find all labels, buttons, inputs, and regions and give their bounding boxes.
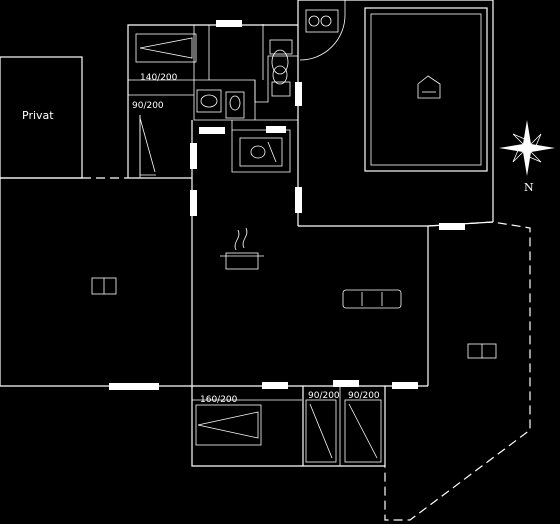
bed-bottom-right — [344, 399, 382, 463]
compass-rose-icon — [499, 120, 555, 176]
toilet-icon — [269, 39, 293, 75]
compass-north-label: N — [524, 181, 534, 194]
terrace-outline — [384, 221, 531, 521]
bed-top-label: 140/200 — [140, 73, 178, 83]
bed-bottom — [195, 404, 262, 446]
toilet-icon-2 — [271, 65, 291, 97]
bed-bottom-mid — [305, 399, 337, 463]
washbasin-icon — [196, 89, 245, 119]
bed-bottom-label: 160/200 — [200, 395, 238, 405]
bath-icon — [305, 9, 339, 33]
bed-top — [135, 33, 197, 63]
stove-icon — [91, 277, 117, 295]
door-arc — [299, 0, 346, 61]
cooking-pot-icon — [220, 227, 264, 270]
shower-icon — [239, 137, 283, 167]
privat-label: Privat — [22, 109, 54, 122]
bed-left-label: 90/200 — [132, 101, 164, 111]
sauna-icon — [417, 75, 441, 99]
windows — [109, 20, 465, 390]
bed-left — [139, 115, 156, 176]
bed-bottom-right-label: 90/200 — [348, 391, 380, 401]
bed-bottom-mid-label: 90/200 — [308, 391, 340, 401]
terrace-icon — [467, 343, 497, 359]
sofa-icon — [342, 289, 402, 309]
sauna-block — [364, 7, 488, 172]
